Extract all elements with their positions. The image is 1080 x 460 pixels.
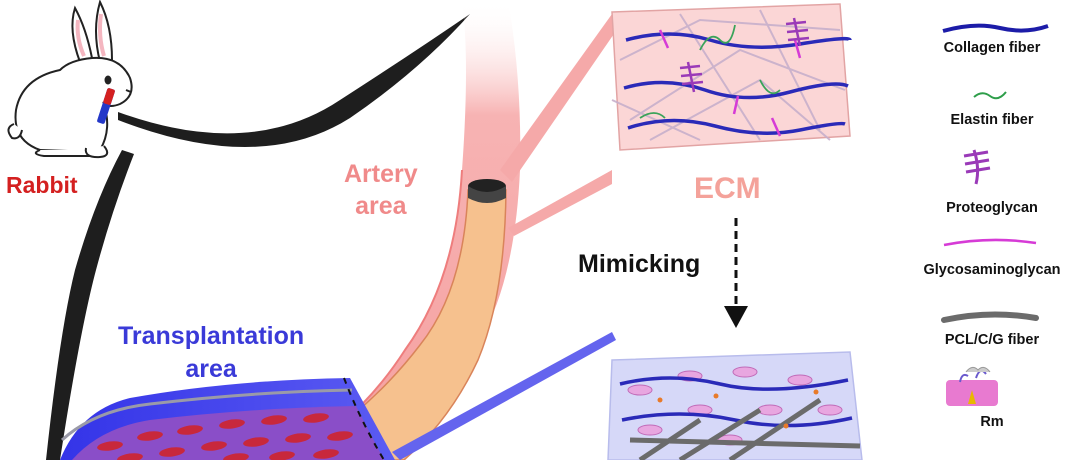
legend-label-proteoglycan: Proteoglycan (946, 200, 1038, 216)
ecm-panel (611, 3, 852, 151)
cell (223, 453, 249, 460)
cell (327, 431, 353, 441)
elastin-fiber-icon (973, 91, 1007, 100)
legend-label-collagen: Collagen fiber (943, 40, 1041, 56)
mimicking-arrow-head (724, 306, 748, 328)
legend-label-pcl: PCL/C/G fiber (944, 332, 1040, 348)
graft-tube (318, 189, 507, 460)
scaffold-panel (607, 351, 863, 460)
pcl-fiber-icon (941, 311, 1039, 323)
cell (137, 431, 163, 441)
artery-label-line2: area (355, 192, 407, 220)
cell (303, 413, 329, 423)
rabbit-label: Rabbit (6, 172, 78, 198)
cell (261, 415, 287, 425)
legend-label-rm: Rm (980, 414, 1004, 430)
proteoglycan-icon (963, 149, 991, 185)
transplantation-label-line2: area (185, 355, 237, 383)
cell (285, 433, 311, 443)
zoom-line-upper (118, 14, 470, 148)
ecm-zoom-ray-lower (508, 170, 612, 236)
legend-icons (941, 23, 1049, 406)
artery-label-line1: Artery (344, 160, 418, 188)
mimicking-label: Mimicking (578, 250, 701, 278)
rabbit-illustration (7, 0, 133, 159)
rm-icon (946, 366, 998, 406)
zoom-line-lower (46, 150, 134, 460)
graft-opening (468, 179, 506, 193)
glycosaminoglycan-icon (943, 238, 1037, 247)
cell (97, 441, 123, 451)
cell (243, 437, 269, 447)
ecm-zoom-ray-upper (500, 14, 618, 182)
collagen-fiber-icon (942, 23, 1049, 33)
transplantation-label-line1: Transplantation (118, 322, 305, 350)
legend-label-glycosaminoglycan: Glycosaminoglycan (923, 262, 1061, 278)
cell (201, 441, 227, 451)
cell (269, 451, 295, 460)
cell (117, 453, 143, 460)
cell (159, 447, 185, 457)
artery-area-label: Artery area (344, 158, 418, 222)
transplant-cells (97, 413, 353, 460)
cell (219, 419, 245, 429)
transplant-zoom-ray (392, 332, 616, 460)
legend-label-elastin: Elastin fiber (950, 112, 1034, 128)
cell (313, 449, 339, 459)
ecm-label: ECM (694, 172, 761, 205)
transplantation-area-label: Transplantation area (118, 320, 304, 386)
cell (177, 425, 203, 435)
